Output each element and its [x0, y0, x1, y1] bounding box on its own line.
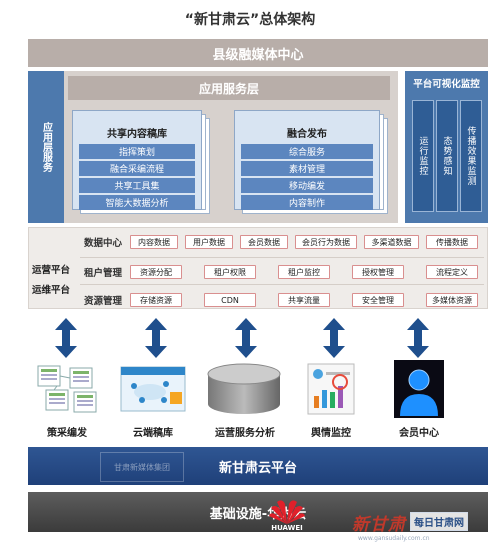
- chip: 会员行为数据: [295, 235, 357, 249]
- card-item: 素材管理: [241, 161, 373, 176]
- card-item: 指挥策划: [79, 144, 195, 159]
- icon-label: 运营服务分析: [215, 428, 275, 439]
- huawei-logo-icon: [269, 500, 305, 524]
- cloud-screen-icon: [120, 366, 186, 412]
- icon-label: 舆情监控: [311, 428, 351, 439]
- card-item: 内容制作: [241, 195, 373, 210]
- diagram-title: “新甘肃云”总体架构: [184, 12, 316, 28]
- chip: 多媒体资源: [426, 293, 478, 307]
- card-item: 移动编发: [241, 178, 373, 193]
- chip: 共享流量: [278, 293, 330, 307]
- monitor-column: 传播效果监测: [460, 100, 482, 212]
- double-arrow-icon: [145, 318, 167, 358]
- chip: CDN: [204, 293, 256, 307]
- chip: 安全管理: [352, 293, 404, 307]
- huawei-text: HUAWEI: [271, 524, 303, 532]
- county-band-label: 县级融媒体中心: [212, 47, 304, 63]
- database-cylinder-icon: [207, 363, 281, 414]
- app-layer-side-label: 应用层服务: [28, 71, 64, 223]
- row-label-resource-mgmt: 资源管理: [84, 296, 123, 307]
- ops-platform-label: 运营平台: [32, 265, 71, 276]
- gansu-cloud-platform-band: 新甘肃云平台: [28, 447, 488, 485]
- row-label-data-center: 数据中心: [84, 238, 123, 249]
- watermark-url: www.gansudaily.com.cn: [358, 535, 430, 542]
- chip: 资源分配: [130, 265, 182, 279]
- chip: 传播数据: [426, 235, 478, 249]
- double-arrow-icon: [235, 318, 257, 358]
- card-item: 智能大数据分析: [79, 195, 195, 210]
- double-arrow-icon: [323, 318, 345, 358]
- watermark-red-text: 新甘肃: [352, 515, 406, 535]
- chip: 授权管理: [352, 265, 404, 279]
- chip: 会员数据: [240, 235, 288, 249]
- visual-monitoring-title: 平台可视化监控: [413, 79, 480, 90]
- chip: 租户权限: [204, 265, 256, 279]
- county-media-center-band: 县级融媒体中心: [28, 39, 488, 67]
- shared-content-library-card: 共享内容稿库 指挥策划 融合采编流程 共享工具集 智能大数据分析: [72, 110, 202, 210]
- row-divider: [80, 284, 484, 285]
- chip: 租户监控: [278, 265, 330, 279]
- user-avatar-icon: [394, 360, 444, 418]
- logo-faint-text: 甘肃新媒体集团: [114, 462, 170, 472]
- card-title: 融合发布: [287, 129, 327, 140]
- document-stack-icon: [37, 365, 97, 413]
- chip: 内容数据: [130, 235, 178, 249]
- gansu-media-group-logo: 甘肃新媒体集团: [100, 452, 184, 482]
- double-arrow-icon: [55, 318, 77, 358]
- app-service-layer-label: 应用服务层: [198, 81, 259, 96]
- chip: 用户数据: [185, 235, 233, 249]
- watermark-site-name: 每日甘肃网: [410, 512, 468, 531]
- maintenance-platform-label: 运维平台: [32, 285, 71, 296]
- card-item: 共享工具集: [79, 178, 195, 193]
- monitor-column: 态势感知: [436, 100, 458, 212]
- app-service-layer-title: 应用服务层: [68, 76, 390, 100]
- monitor-chart-icon: [307, 363, 355, 415]
- card-item: 综合服务: [241, 144, 373, 159]
- monitor-column: 运行监控: [412, 100, 434, 212]
- icon-label: 策采编发: [47, 428, 87, 439]
- icon-label: 云端稿库: [133, 428, 173, 439]
- double-arrow-icon: [407, 318, 429, 358]
- platform-band-label: 新甘肃云平台: [218, 460, 297, 476]
- chip: 存储资源: [130, 293, 182, 307]
- card-title: 共享内容稿库: [107, 129, 167, 140]
- chip: 流程定义: [426, 265, 478, 279]
- chip: 多渠道数据: [364, 235, 419, 249]
- icon-label: 会员中心: [399, 428, 439, 439]
- card-item: 融合采编流程: [79, 161, 195, 176]
- row-label-tenant-mgmt: 租户管理: [84, 268, 123, 279]
- convergent-publishing-card: 融合发布 综合服务 素材管理 移动编发 内容制作: [234, 110, 380, 210]
- row-divider: [80, 257, 484, 258]
